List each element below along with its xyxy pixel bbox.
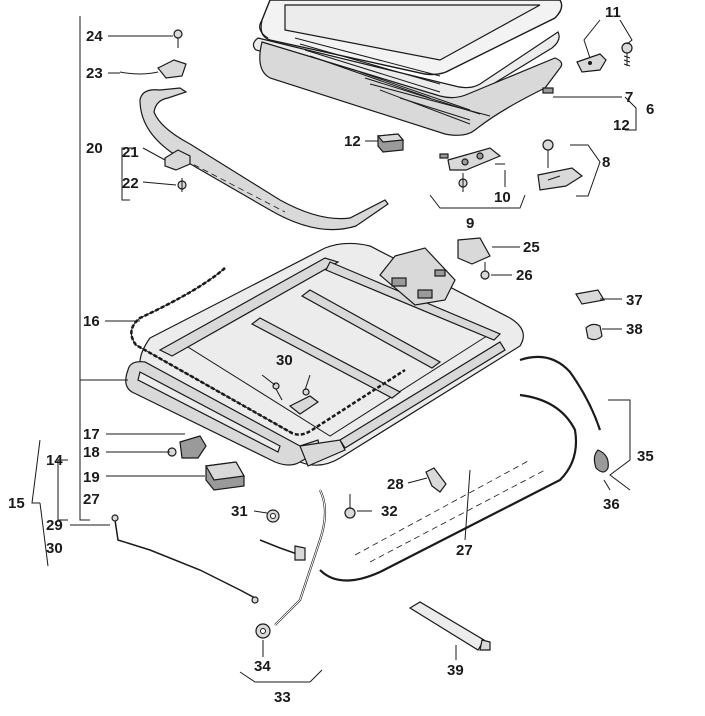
label-28: 28 (387, 476, 404, 493)
label-27-right: 27 (456, 542, 473, 559)
guide-bracket (439, 147, 505, 192)
sunshade-panel (259, 37, 563, 136)
glass-seal (252, 31, 560, 103)
grommet-34 (255, 623, 271, 639)
label-38: 38 (626, 321, 643, 338)
label-15: 15 (8, 495, 25, 512)
screw-32 (344, 494, 356, 519)
clip-38 (585, 323, 603, 341)
label-30-top: 30 (276, 352, 293, 369)
label-36: 36 (603, 496, 620, 513)
clip-37 (575, 289, 605, 305)
label-12-right: 12 (613, 117, 630, 134)
hose-valve (593, 449, 609, 473)
label-23: 23 (86, 65, 103, 82)
sunroof-frame (139, 242, 524, 466)
wiring-harness (111, 514, 306, 604)
label-21: 21 (122, 144, 139, 161)
screw-26 (480, 262, 490, 280)
grease-tube (408, 601, 491, 651)
label-17: 17 (83, 426, 100, 443)
label-12-left: 12 (344, 133, 361, 150)
drain-hose (274, 355, 602, 626)
deflector-clip (164, 149, 191, 192)
label-30-left: 30 (46, 540, 63, 557)
label-8: 8 (602, 154, 610, 171)
label-39: 39 (447, 662, 464, 679)
clip-bracket (576, 53, 607, 73)
cable-tie (425, 467, 447, 493)
label-19: 19 (83, 469, 100, 486)
label-22: 22 (122, 175, 139, 192)
label-18: 18 (83, 444, 100, 461)
panel-clip (542, 87, 554, 94)
drain-tray (125, 361, 346, 467)
label-6: 6 (646, 101, 654, 118)
drive-motor (167, 435, 207, 459)
slide-bracket (537, 139, 584, 191)
nut-31 (266, 509, 280, 523)
label-11: 11 (605, 4, 621, 21)
pad-block (376, 133, 405, 153)
screw-24 (173, 29, 183, 48)
bracket-25 (457, 237, 491, 265)
spring-clip-23 (119, 59, 187, 79)
label-37: 37 (626, 292, 643, 309)
label-7: 7 (625, 89, 633, 106)
part-labels: 24 23 20 21 22 11 7 6 12 12 8 9 10 25 26… (8, 4, 654, 706)
leader-lines (31, 16, 637, 683)
label-24: 24 (86, 28, 103, 45)
label-20: 20 (86, 140, 103, 157)
label-27-left: 27 (83, 491, 100, 508)
label-34: 34 (254, 658, 271, 675)
label-26: 26 (516, 267, 533, 284)
label-16: 16 (83, 313, 100, 330)
label-29: 29 (46, 517, 63, 534)
frame-gasket (130, 267, 406, 436)
label-9: 9 (466, 215, 474, 232)
glass-panel (259, 0, 563, 76)
label-31: 31 (231, 503, 248, 520)
label-33: 33 (274, 689, 291, 706)
corner-bracket (272, 382, 320, 415)
label-10: 10 (494, 189, 511, 206)
label-14: 14 (46, 452, 63, 469)
label-35: 35 (637, 448, 654, 465)
label-25: 25 (523, 239, 540, 256)
control-unit (205, 461, 245, 491)
screw-11 (621, 42, 633, 67)
label-32: 32 (381, 503, 398, 520)
